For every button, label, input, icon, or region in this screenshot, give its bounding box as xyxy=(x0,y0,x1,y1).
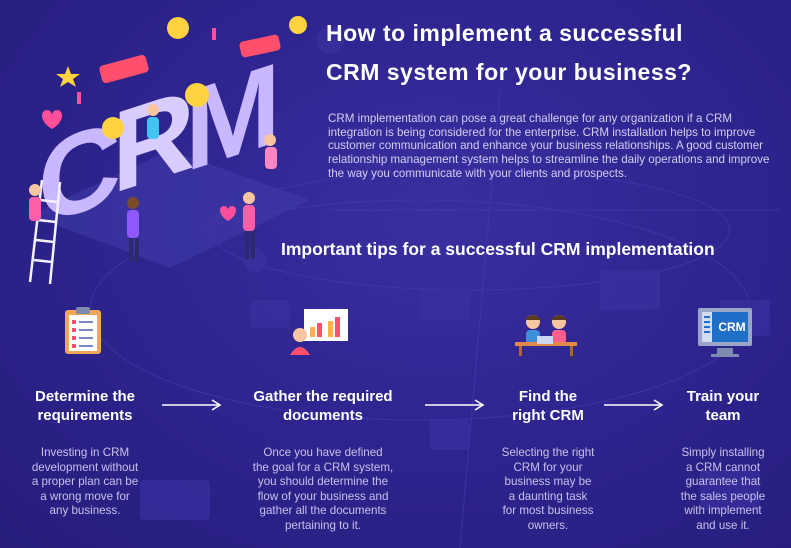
desc-line: gather all the documents xyxy=(259,504,387,517)
rating-star-icons xyxy=(56,34,281,87)
desc-line: pertaining to it. xyxy=(284,518,362,532)
desc-line: the sales people xyxy=(680,489,766,503)
desc-line: Once you have defined xyxy=(263,446,383,459)
smiley-icons xyxy=(102,16,307,139)
title-line-2: CRM system for your business? xyxy=(326,59,692,85)
desc-line: a daunting task xyxy=(508,489,588,503)
step-desc-determine: Investing in CRM development without a p… xyxy=(10,446,160,519)
title-line-1: How to implement a successful xyxy=(326,20,684,46)
step-title-gather: Gather the required documents xyxy=(230,387,416,425)
desc-line: Simply installing xyxy=(681,446,765,459)
heart-icons xyxy=(42,110,236,221)
desc-line: a proper plan can be xyxy=(31,475,139,488)
person-figures xyxy=(29,104,277,262)
pin-icons xyxy=(77,28,216,104)
step-title-line-2: right CRM xyxy=(512,407,584,424)
step-desc-find: Selecting the right CRM for your busines… xyxy=(478,446,618,533)
step-desc-train: Simply installing a CRM cannot guarantee… xyxy=(660,446,786,533)
page-title: How to implement a successful CRM system… xyxy=(326,14,786,92)
desc-line: you should determine the xyxy=(257,475,389,488)
crm-illustration: C R M xyxy=(28,16,310,285)
desc-line: guarantee that xyxy=(685,475,761,488)
desc-line: a wrong move for xyxy=(40,489,130,503)
desc-line: flow of your business and xyxy=(257,489,389,503)
step-desc-gather: Once you have defined the goal for a CRM… xyxy=(228,446,418,533)
step-title-line-2: requirements xyxy=(37,407,133,424)
intro-paragraph: CRM implementation can pose a great chal… xyxy=(328,112,770,180)
arrow-right-icon xyxy=(604,399,664,411)
ladder-icon xyxy=(28,179,62,285)
step-title-train: Train your team xyxy=(668,387,778,425)
step-title-line-1: Gather the required xyxy=(253,388,393,405)
arrow-right-icon xyxy=(162,399,222,411)
desc-line: Investing in CRM xyxy=(40,446,130,459)
desc-line: the goal for a CRM system, xyxy=(252,460,394,474)
desc-line: owners. xyxy=(527,518,569,532)
letter-r: R xyxy=(112,63,195,219)
crm-monitor-label: CRM xyxy=(718,320,746,334)
step-title-line-1: Determine the xyxy=(34,388,136,405)
desc-line: for most business xyxy=(502,504,594,517)
crm-monitor-icon xyxy=(698,308,752,357)
presentation-chart-icon xyxy=(290,309,348,355)
step-title-line-2: team xyxy=(705,407,741,424)
team-meeting-icon xyxy=(515,315,577,356)
desc-line: development without xyxy=(31,460,139,474)
desc-line: Selecting the right xyxy=(501,446,595,459)
arrow-right-icon xyxy=(425,399,485,411)
desc-line: any business. xyxy=(49,504,121,517)
step-title-find: Find the right CRM xyxy=(488,387,608,425)
desc-line: with implement xyxy=(684,504,762,517)
step-title-determine: Determine the requirements xyxy=(10,387,160,425)
desc-line: CRM for your xyxy=(513,460,583,474)
desc-line: business may be xyxy=(504,475,592,488)
desc-line: and use it. xyxy=(696,518,750,532)
clipboard-checklist-icon xyxy=(65,307,101,354)
step-title-line-1: Train your xyxy=(686,388,760,405)
step-title-line-1: Find the xyxy=(518,388,578,405)
letter-m: M xyxy=(185,37,281,197)
desc-line: a CRM cannot xyxy=(685,460,761,474)
step-title-line-2: documents xyxy=(282,407,363,424)
tips-heading: Important tips for a successful CRM impl… xyxy=(281,239,715,259)
